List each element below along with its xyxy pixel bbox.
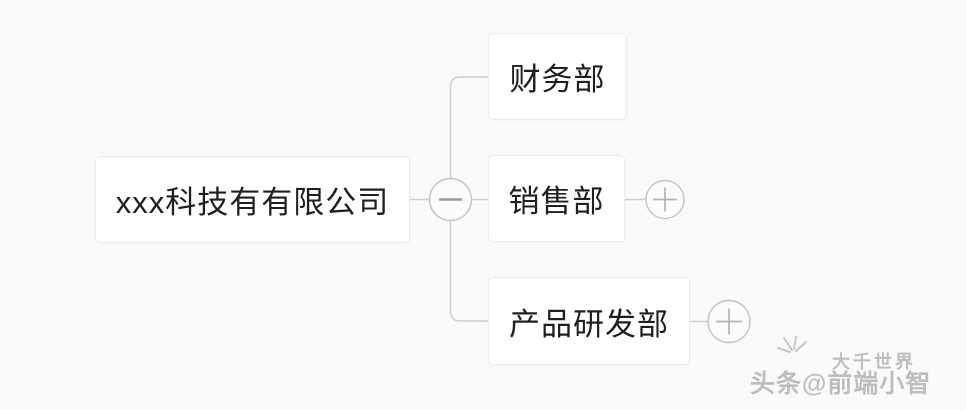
expand-button-sales[interactable] <box>645 179 685 220</box>
node-product-rd-dept[interactable]: 产品研发部 <box>488 277 690 365</box>
plus-icon <box>653 187 677 212</box>
node-finance-dept[interactable]: 财务部 <box>488 33 627 120</box>
node-root-company[interactable]: xxx科技有有限公司 <box>95 156 410 243</box>
branch-to-finance <box>449 76 488 179</box>
expand-button-product[interactable] <box>707 299 751 344</box>
plus-icon <box>716 308 742 335</box>
collapse-button[interactable] <box>428 177 473 222</box>
branch-to-product <box>449 220 488 322</box>
node-sales-dept[interactable]: 销售部 <box>488 155 625 242</box>
branch-lines <box>410 76 708 323</box>
